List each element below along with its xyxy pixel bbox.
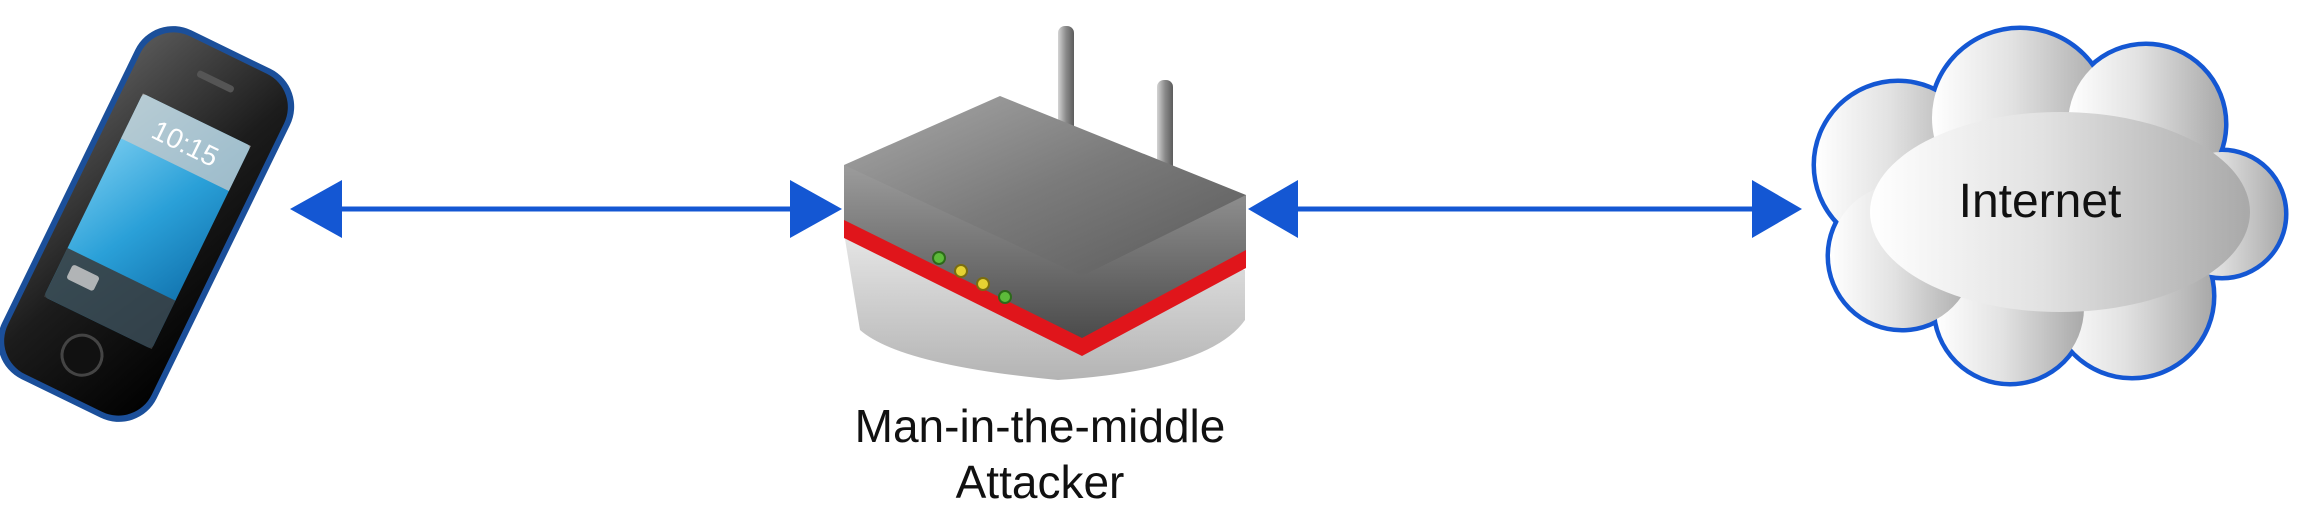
cloud-label: Internet [1958,175,2122,228]
wireless-router-icon [844,26,1246,380]
bidirectional-arrow-left [290,180,842,238]
router-label: Man-in-the-middle Attacker [790,398,1290,510]
router-label-line1: Man-in-the-middle [854,400,1226,452]
router-label-line2: Attacker [955,456,1125,508]
cloud-icon [1811,25,2289,387]
bidirectional-arrow-right [1248,180,1802,238]
smartphone-icon: 10:15 [0,26,295,422]
